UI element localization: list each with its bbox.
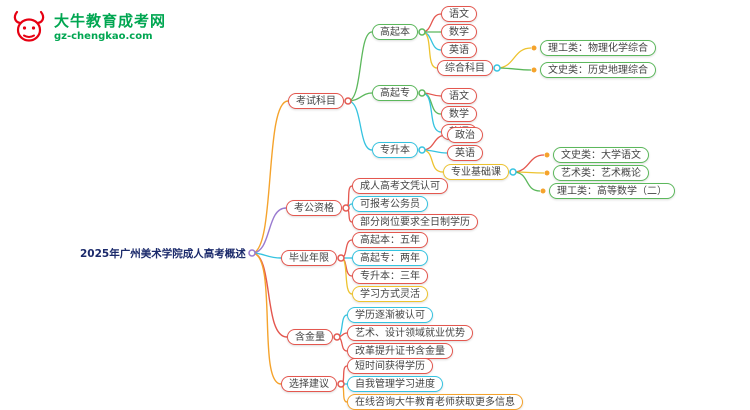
site-logo[interactable]: 大牛教育成考网 gz-chengkao.com [10,8,166,48]
node-major-basics: 专业基础课 [443,164,509,180]
node-diploma-recognized: 成人高考文凭认可 [352,178,448,194]
node-gaoqizhuan: 高起专 [372,85,418,101]
node-liberal-comprehensive: 文史类：历史地理综合 [540,62,656,78]
node-math-2: 数学 [441,106,477,122]
node-recognition-growing: 学历逐渐被认可 [347,307,433,323]
node-zhuanshengben-years: 专升本：三年 [352,268,428,284]
bull-icon [10,8,48,48]
branch-gold-content: 含金量 [287,329,333,345]
node-reform-value: 改革提升证书含金量 [347,343,453,359]
node-gaoqiben-years: 高起本：五年 [352,232,428,248]
node-english-3: 英语 [447,145,483,161]
site-name: 大牛教育成考网 [54,12,167,31]
branch-advice: 选择建议 [281,376,337,392]
node-quick-degree: 短时间获得学历 [347,358,433,374]
node-zhuanshengben: 专升本 [372,142,418,158]
node-art-theory: 艺术类：艺术概论 [553,165,649,181]
branch-graduation-years: 毕业年限 [281,250,337,266]
branch-civil-service: 考公资格 [286,200,342,216]
root-node: 2025年广州美术学院成人高考概述 [80,248,246,260]
node-politics: 政治 [447,127,483,143]
node-gaoqiben: 高起本 [372,24,418,40]
node-gaoqizhuan-years: 高起专：两年 [352,250,428,266]
node-art-design-advantage: 艺术、设计领域就业优势 [347,325,473,341]
branch-exam-subjects: 考试科目 [288,93,344,109]
node-science-advanced-math: 理工类：高等数学（二） [549,183,675,199]
node-some-posts-require-fulltime: 部分岗位要求全日制学历 [352,214,478,230]
node-chinese-2: 语文 [441,88,477,104]
node-flexible-study: 学习方式灵活 [352,286,428,302]
node-chinese-1: 语文 [441,6,477,22]
node-english-1: 英语 [441,42,477,58]
node-math-1: 数学 [441,24,477,40]
node-comprehensive: 综合科目 [437,60,493,76]
node-liberal-college-chinese: 文史类：大学语文 [553,147,649,163]
node-online-consult: 在线咨询大牛教育老师获取更多信息 [347,394,523,410]
node-self-managed-learning: 自我管理学习进度 [347,376,443,392]
node-science-comprehensive: 理工类：物理化学综合 [540,40,656,56]
node-can-apply-civil-service: 可报考公务员 [352,196,428,212]
site-url: gz-chengkao.com [54,31,153,43]
